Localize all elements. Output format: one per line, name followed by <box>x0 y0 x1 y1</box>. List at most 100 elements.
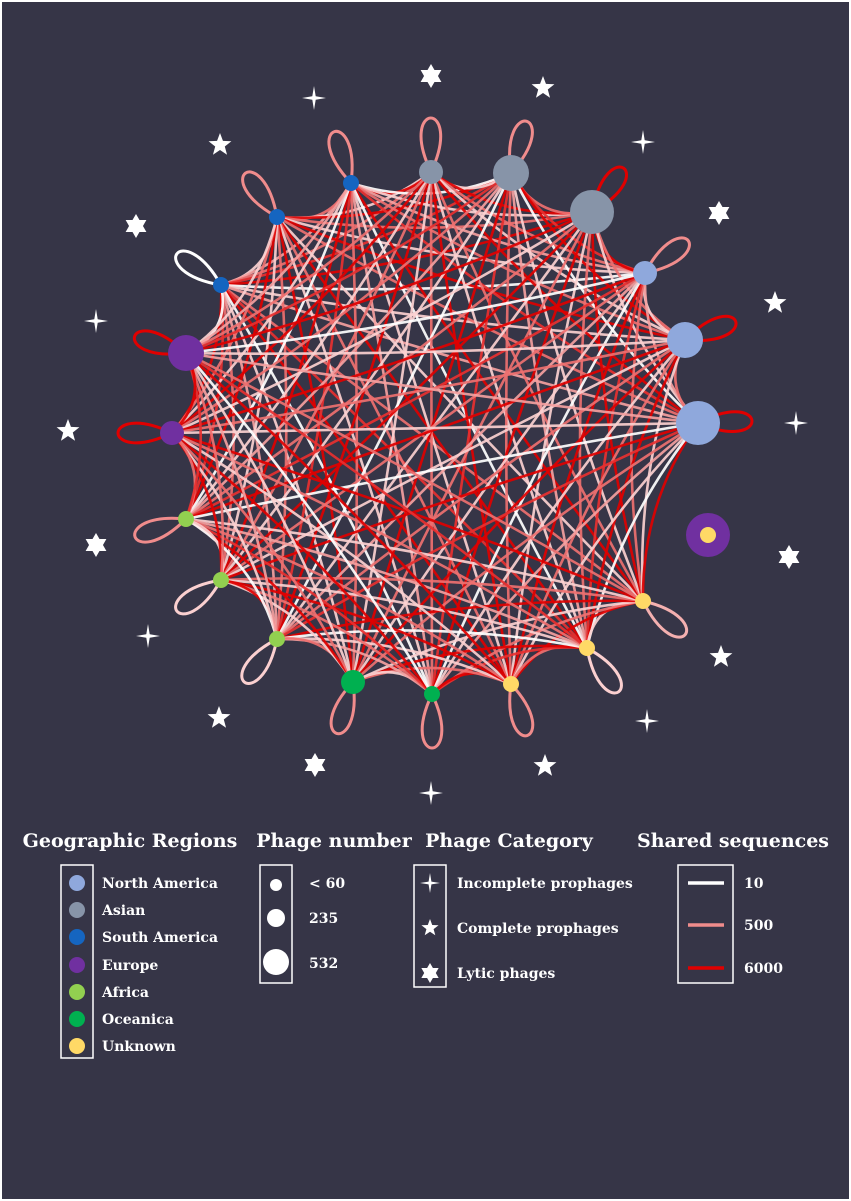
self-loop <box>697 410 754 433</box>
four-point-star-icon <box>419 781 443 805</box>
shared-sequence-edge <box>185 338 686 521</box>
legend-shared-label: 500 <box>744 918 773 934</box>
shared-sequence-edge <box>171 431 588 650</box>
six-point-star-icon <box>421 963 439 983</box>
legend-shared-label: 10 <box>744 876 764 892</box>
shared-sequence-edge <box>185 517 512 686</box>
region-node <box>700 527 716 543</box>
four-point-star-icon <box>302 86 326 110</box>
shared-sequence-edge <box>276 338 686 641</box>
shared-sequence-edge <box>349 182 359 683</box>
five-point-star-icon <box>208 133 232 155</box>
size-large-circle <box>263 949 289 975</box>
legend-phage-number-title: Phage number <box>256 830 413 852</box>
shared-sequence-edge <box>185 271 646 521</box>
region-node <box>635 593 651 609</box>
legend-category-label: Lytic phages <box>457 966 555 982</box>
legend-region-label: Oceanica <box>102 1012 174 1028</box>
region-swatch <box>69 984 85 1000</box>
legend-region-label: Europe <box>102 958 158 974</box>
shared-sequence-edge <box>171 421 699 435</box>
self-loop <box>643 236 691 275</box>
legend-category-label: Complete prophages <box>457 921 619 937</box>
legend-region-label: Unknown <box>102 1039 176 1055</box>
region-node <box>570 190 614 234</box>
region-node <box>168 335 204 371</box>
legend-regions-title: Geographic Regions <box>23 830 238 852</box>
self-loop <box>327 129 354 185</box>
self-loop <box>683 314 738 343</box>
size-small-circle <box>270 879 282 891</box>
legend-regions-box <box>60 864 94 1059</box>
shared-sequence-edge <box>185 351 588 650</box>
shared-sequence-edge <box>220 578 433 695</box>
region-node <box>667 322 703 358</box>
network-self-loops <box>116 116 754 750</box>
shared-sequence-edge <box>276 215 699 425</box>
shared-sequence-edge <box>219 182 353 581</box>
shared-sequence-edge <box>430 172 513 695</box>
shared-sequence-edge <box>185 351 644 603</box>
shared-sequence-edge <box>509 172 699 424</box>
region-node <box>269 209 285 225</box>
five-point-star-icon <box>709 645 733 667</box>
self-loop <box>590 165 629 214</box>
legend-category-title: Phage Category <box>425 830 594 852</box>
shared-sequence-edge <box>276 637 512 686</box>
shared-sequence-edge <box>184 352 279 640</box>
shared-sequence-edge <box>429 171 645 602</box>
legend-shared-sequences: Shared sequences 10 500 6000 <box>637 830 829 984</box>
shared-sequence-edge <box>171 431 512 685</box>
shared-sequence-edge <box>275 216 434 695</box>
shared-sequence-edge <box>184 352 225 581</box>
six-point-star-icon <box>125 214 147 238</box>
legend-phage-category: Phage Category Incomplete prophages Comp… <box>413 830 633 988</box>
four-point-star-icon <box>635 709 659 733</box>
six-point-star-icon <box>85 533 107 557</box>
shared-sequence-edge <box>585 422 700 649</box>
six-point-star-icon <box>708 201 730 225</box>
shared-sequence-edge <box>185 517 433 695</box>
shared-sequence-edge <box>185 210 593 355</box>
legend-size-label: < 60 <box>309 876 345 892</box>
shared-sequence-edge <box>578 211 594 649</box>
shared-sequence-edge <box>171 432 279 640</box>
self-loop <box>508 682 535 738</box>
self-loop <box>419 116 443 173</box>
network-edges <box>170 170 700 696</box>
region-swatch <box>69 929 85 945</box>
shared-sequence-edge <box>504 172 513 685</box>
region-node <box>503 676 519 692</box>
five-point-star-icon <box>763 291 787 313</box>
legend-region-label: South America <box>102 930 218 946</box>
shared-sequence-edge <box>641 422 700 602</box>
legend-category-label: Incomplete prophages <box>457 876 633 892</box>
shared-sequence-edge <box>220 576 644 603</box>
legend-category-box <box>413 864 447 988</box>
shared-sequence-edge <box>640 339 687 602</box>
legend-region-label: North America <box>102 876 218 892</box>
self-loop <box>508 119 534 175</box>
shared-sequence-edge <box>219 216 279 581</box>
region-swatch <box>69 1011 85 1027</box>
shared-sequence-edge <box>276 629 588 650</box>
network-nodes <box>160 155 730 702</box>
self-loop <box>133 516 188 544</box>
shared-sequence-edge <box>185 171 432 355</box>
five-point-star-icon <box>56 419 80 441</box>
five-point-star-icon <box>207 706 231 728</box>
region-swatch <box>69 875 85 891</box>
shared-sequence-edge <box>185 338 686 356</box>
legend-phage-number-box <box>259 864 293 984</box>
region-node <box>419 160 443 184</box>
shared-sequence-edge <box>585 272 647 649</box>
legend-phage-number: Phage number < 60 235 532 <box>256 830 413 984</box>
shared-sequence-edge <box>590 211 645 602</box>
legend-size-label: 532 <box>309 956 338 972</box>
region-node <box>160 421 184 445</box>
five-point-star-icon <box>421 919 439 936</box>
five-point-star-icon <box>533 754 557 776</box>
six-point-star-icon <box>778 545 800 569</box>
shared-sequence-edge <box>350 181 646 275</box>
self-loop <box>174 578 223 616</box>
